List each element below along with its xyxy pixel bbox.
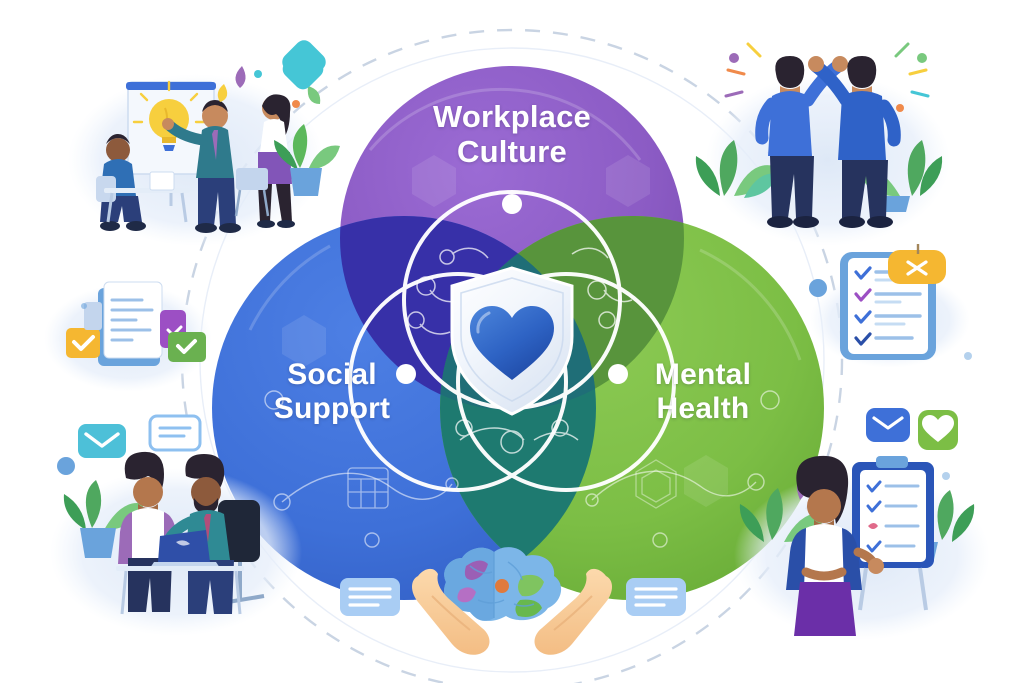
plant-decor-2: [63, 480, 144, 558]
third-person: [257, 94, 295, 228]
presenter-woman: [786, 455, 884, 636]
hands-icon: [412, 568, 612, 655]
chairs-decor: [234, 168, 270, 217]
collaboration-illustration: [50, 451, 302, 636]
plant-decor: [274, 124, 340, 196]
diamond-shape-icon: [282, 40, 326, 84]
person-left: [755, 56, 848, 228]
circle-highlights: [248, 87, 802, 361]
checklist-clipboard-illustration: [809, 244, 970, 368]
dot-decor: [57, 303, 972, 480]
text-card-icon-left-mid: [148, 414, 202, 452]
brain-in-hands-illustration: [412, 547, 612, 655]
high-five-illustration: [695, 42, 950, 246]
brainstorming-illustration: [68, 48, 340, 246]
envelope-icon-top: [96, 272, 126, 294]
heart-badge-icon: [918, 410, 958, 450]
calendar-glyph-icon: [347, 467, 389, 509]
text-card-icon-right: [626, 578, 686, 616]
easel-clipboard: [852, 456, 934, 611]
plant-left-decor: [695, 140, 778, 198]
hex-glyph-icon: [635, 459, 677, 509]
text-card-icon-left: [340, 578, 400, 616]
inner-ring-node-dots: [396, 194, 628, 384]
documents-illustration: [44, 281, 212, 392]
celebration-burst-decor: [724, 42, 930, 112]
person-woman: [118, 451, 201, 612]
brain-icon: [444, 547, 562, 621]
chat-badge-icon: [866, 408, 910, 442]
seated-person: [96, 134, 146, 231]
presenter-illustration: [734, 455, 990, 640]
network-doodle: [407, 247, 633, 454]
shield-heart-icon[interactable]: [450, 266, 574, 416]
presenter-person: [162, 100, 241, 233]
person-right: [808, 56, 901, 228]
envelope-icon-left: [78, 424, 126, 458]
